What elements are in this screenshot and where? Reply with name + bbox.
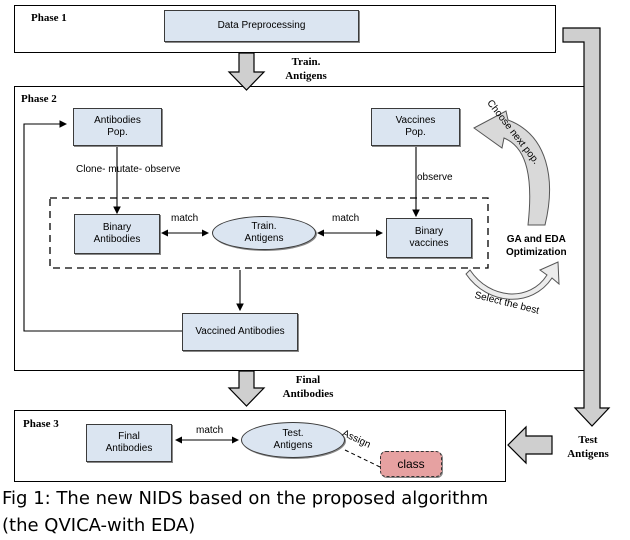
figure-caption-line2: (the QVICA-with EDA) xyxy=(2,515,196,536)
binary-vaccines-node: Binary vaccines xyxy=(386,218,472,258)
flow-test-antigens-label: Test Antigens xyxy=(567,434,609,460)
dashed-region xyxy=(49,197,489,269)
antibodies-pop-node: Antibodies Pop. xyxy=(73,108,162,146)
select-best-arrow xyxy=(465,261,560,300)
ga-eda-optimization-label: GA and EDA Optimization xyxy=(506,234,567,258)
match-left-label: match xyxy=(171,213,199,224)
match-right-label: match xyxy=(332,213,360,224)
phase3-label: Phase 3 xyxy=(23,418,59,430)
choose-next-pop-arrow xyxy=(473,110,550,226)
flow-train-antigens-label: Train. Antigens xyxy=(285,56,327,82)
observe-label: observe xyxy=(417,172,453,183)
vaccined-antibodies-node: Vaccined Antibodies xyxy=(182,313,298,351)
phase1-label: Phase 1 xyxy=(31,12,67,24)
clone-mutate-observe-label: Clone- mutate- observe xyxy=(76,164,181,175)
block-arrow-into-phase3 xyxy=(507,425,553,465)
flow-final-antibodies-label: Final Antibodies xyxy=(282,374,334,400)
data-preprocessing-node: Data Preprocessing xyxy=(164,10,359,42)
test-antigens-node: Test. Antigens xyxy=(241,422,345,458)
phase2-label: Phase 2 xyxy=(21,93,57,105)
class-node: class xyxy=(380,451,442,477)
block-arrow-phase2-3 xyxy=(227,370,266,407)
figure-caption-line1: Fig 1: The new NIDS based on the propose… xyxy=(2,488,489,509)
final-antibodies-node: Final Antibodies xyxy=(86,424,172,462)
feedback-loop xyxy=(23,120,182,332)
block-arrow-test-antigens xyxy=(562,27,611,427)
vaccines-pop-node: Vaccines Pop. xyxy=(371,108,460,146)
binary-antibodies-node: Binary Antibodies xyxy=(74,214,160,254)
match-phase3-label: match xyxy=(196,425,224,436)
block-arrow-phase1-2 xyxy=(227,52,266,91)
train-antigens-node: Train. Antigens xyxy=(212,216,316,250)
